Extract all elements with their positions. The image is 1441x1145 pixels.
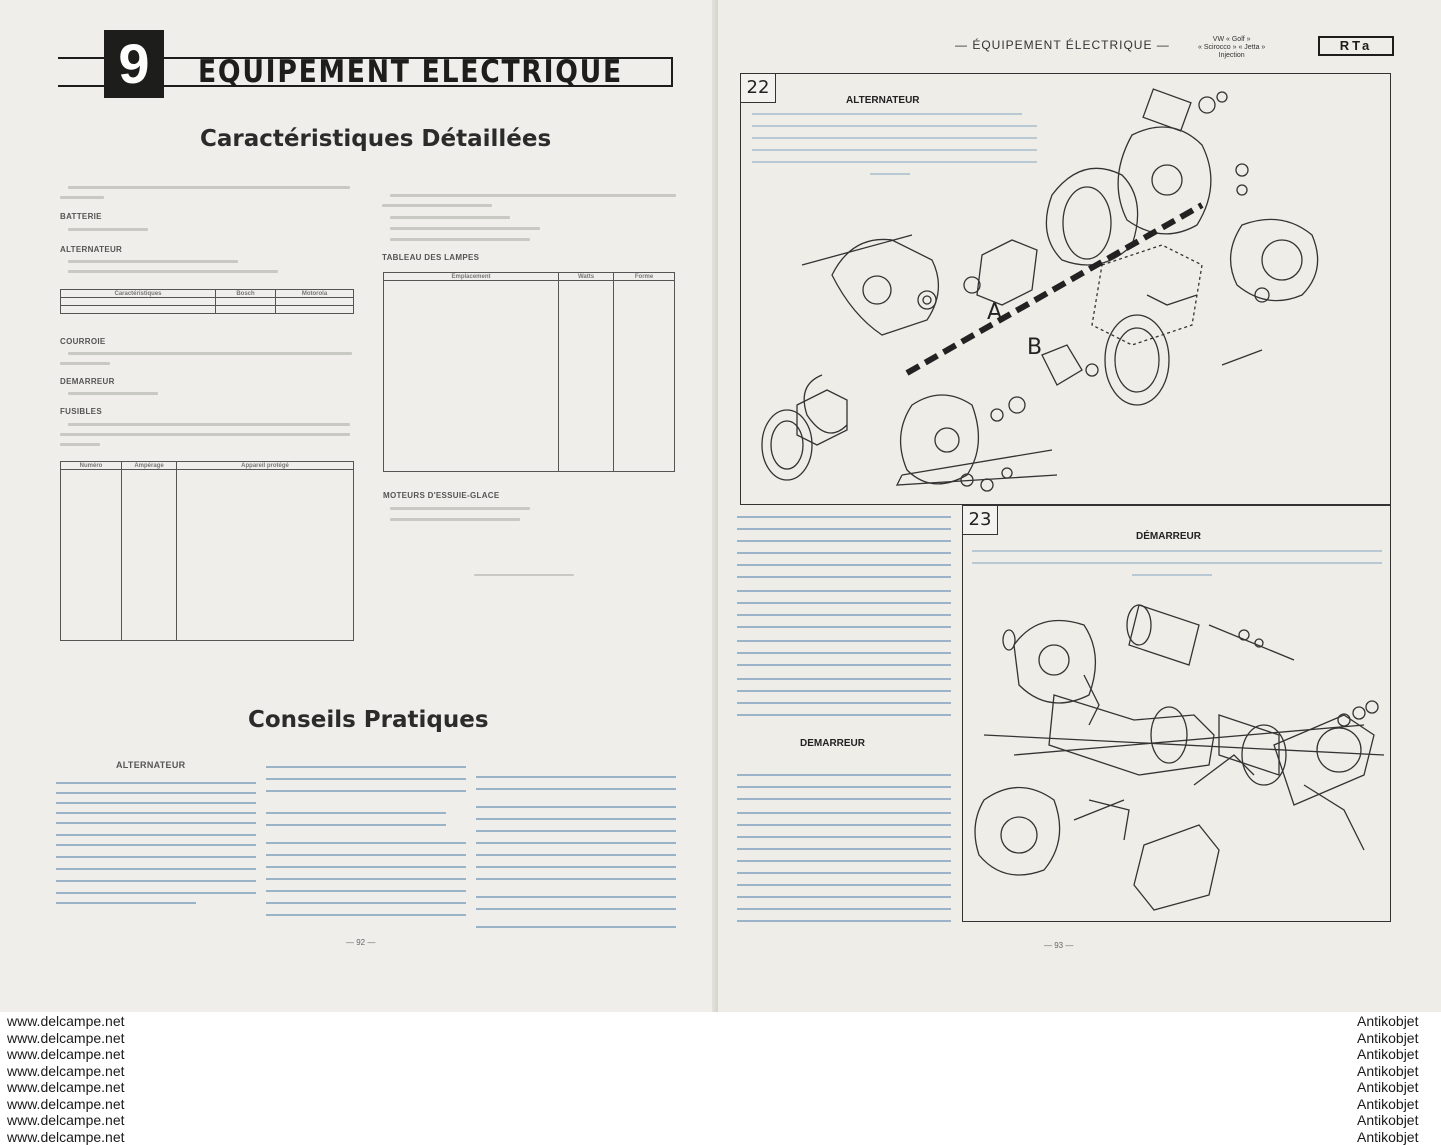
watermark-right-line: Antikobjet bbox=[1357, 1096, 1418, 1113]
running-header: — ÉQUIPEMENT ÉLECTRIQUE — bbox=[955, 38, 1170, 52]
figure-22-label-b: B bbox=[1027, 335, 1042, 360]
conseils-alternateur-heading: ALTERNATEUR bbox=[116, 760, 185, 770]
watermark-left-line: www.delcampe.net bbox=[7, 1030, 125, 1047]
figure-22-label-a: A bbox=[987, 300, 1002, 325]
figure-23-title: DÉMARREUR bbox=[1136, 531, 1201, 542]
chapter-number: 9 bbox=[104, 30, 164, 98]
section-title-conseils: Conseils Pratiques bbox=[248, 707, 489, 733]
model-tag-line2: « Scirocco » « Jetta » bbox=[1198, 44, 1265, 52]
watermark-right-line: Antikobjet bbox=[1357, 1063, 1418, 1080]
watermark-left-line: www.delcampe.net bbox=[7, 1063, 125, 1080]
watermark-left: www.delcampe.net www.delcampe.net www.de… bbox=[7, 1013, 125, 1145]
watermark-left-line: www.delcampe.net bbox=[7, 1046, 125, 1063]
watermark-left-line: www.delcampe.net bbox=[7, 1079, 125, 1096]
model-tag-line1: VW « Golf » bbox=[1198, 36, 1265, 44]
model-tag: VW « Golf » « Scirocco » « Jetta » Injec… bbox=[1198, 36, 1265, 60]
watermark-left-line: www.delcampe.net bbox=[7, 1096, 125, 1113]
alternator-exploded-diagram bbox=[742, 75, 1389, 503]
watermark-left-line: www.delcampe.net bbox=[7, 1112, 125, 1129]
right-page-number: — 93 — bbox=[1044, 941, 1073, 950]
left-page-number: — 92 — bbox=[346, 938, 375, 947]
figure-23-number: 23 bbox=[962, 505, 998, 535]
magazine-spread: 9 EQUIPEMENT ELECTRIQUE Caractéristiques… bbox=[0, 0, 1441, 1012]
watermark-right-line: Antikobjet bbox=[1357, 1013, 1418, 1030]
watermark-left-line: www.delcampe.net bbox=[7, 1013, 125, 1030]
watermark-right-line: Antikobjet bbox=[1357, 1112, 1418, 1129]
model-tag-line3: Injection bbox=[1198, 52, 1265, 60]
watermark-right-line: Antikobjet bbox=[1357, 1046, 1418, 1063]
section-title-caracteristiques: Caractéristiques Détaillées bbox=[200, 126, 551, 152]
watermark-right-line: Antikobjet bbox=[1357, 1030, 1418, 1047]
demarreur-heading: DEMARREUR bbox=[800, 738, 865, 749]
starter-exploded-diagram bbox=[964, 585, 1389, 920]
rta-logo: RTa bbox=[1318, 36, 1394, 56]
watermark-right: Antikobjet Antikobjet Antikobjet Antikob… bbox=[1357, 1013, 1418, 1145]
chapter-title: EQUIPEMENT ELECTRIQUE bbox=[198, 54, 623, 90]
left-page: 9 EQUIPEMENT ELECTRIQUE Caractéristiques… bbox=[0, 0, 718, 1012]
watermark-right-line: Antikobjet bbox=[1357, 1079, 1418, 1096]
